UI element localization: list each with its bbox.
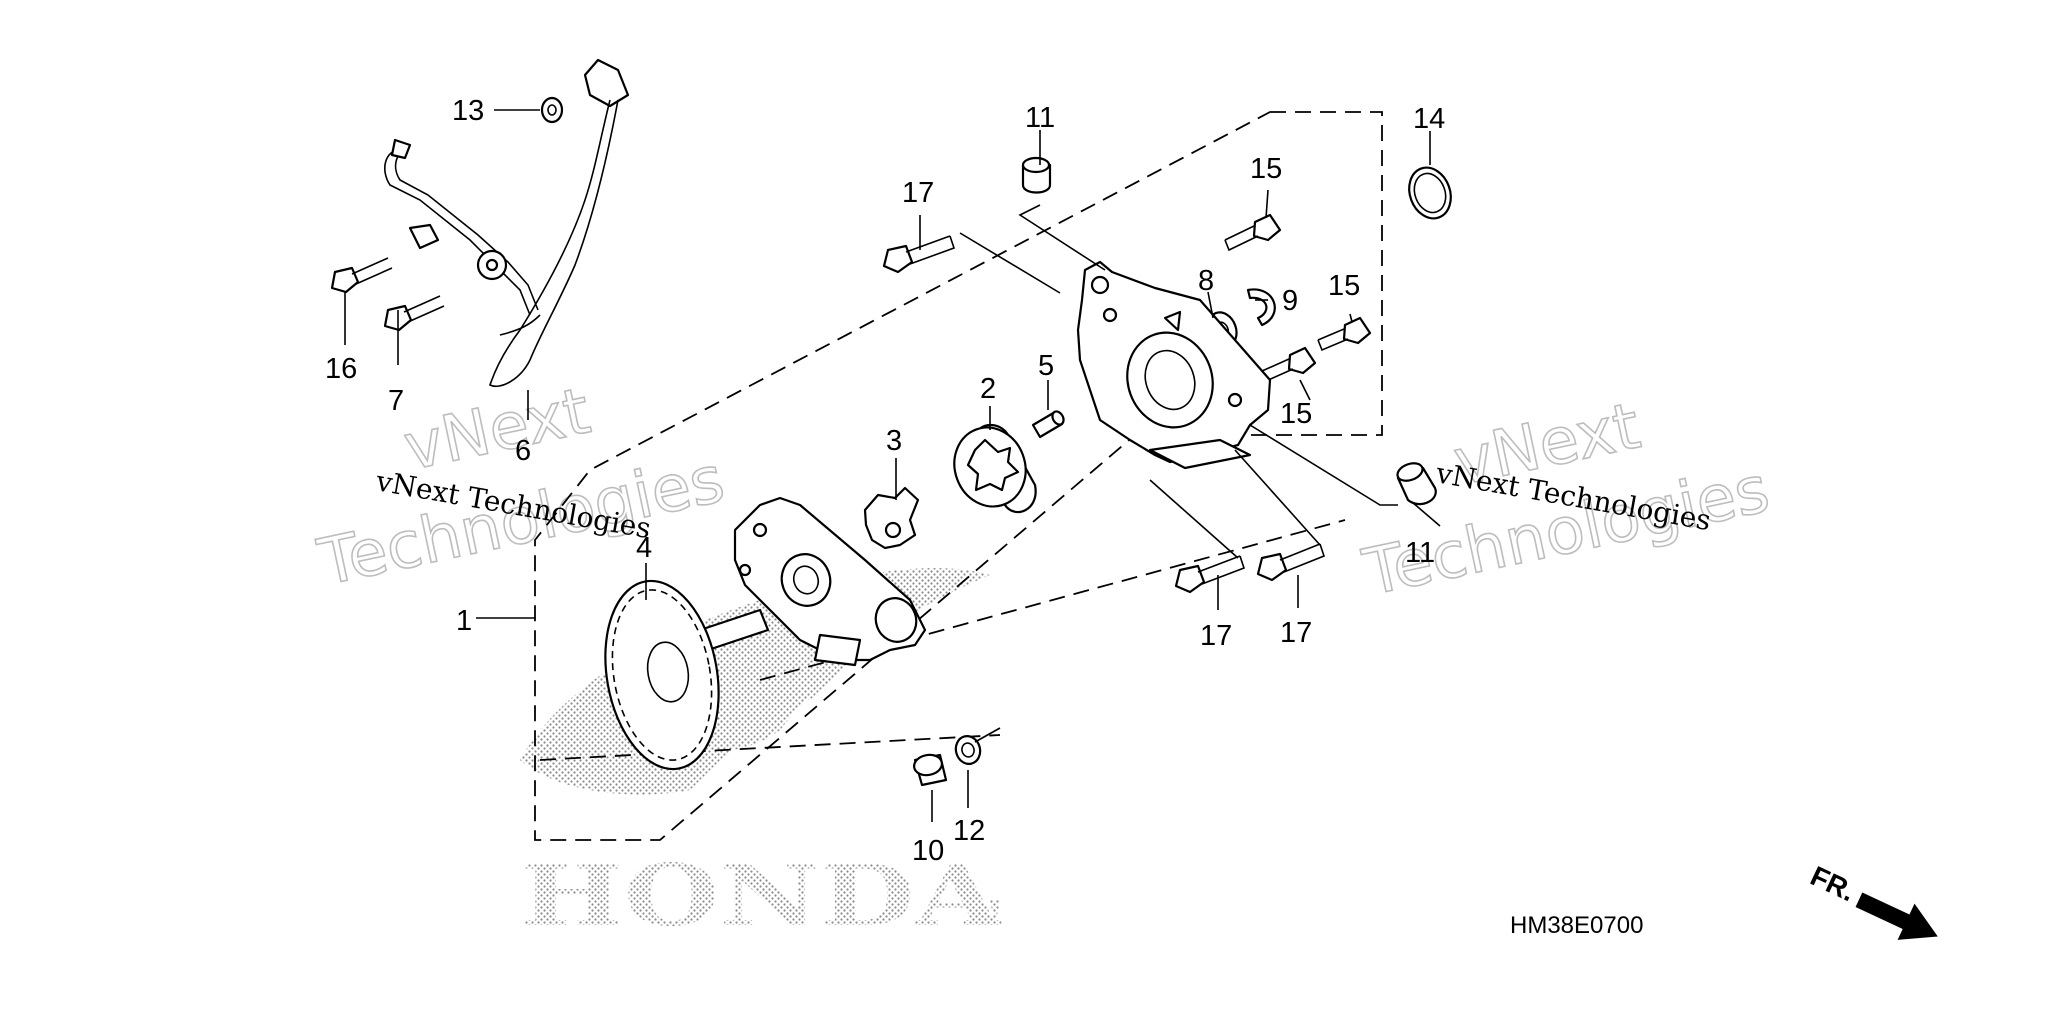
dowel-pin-11-lower bbox=[1396, 462, 1437, 506]
callout-14: 14 bbox=[1413, 103, 1445, 135]
callout-17-lower-right: 17 bbox=[1280, 617, 1312, 649]
callout-11-upper: 11 bbox=[1025, 102, 1055, 134]
callout-7: 7 bbox=[388, 385, 404, 417]
bolt-15-middle bbox=[1261, 346, 1317, 383]
front-direction-indicator: FR. bbox=[1806, 860, 1938, 940]
pin-5 bbox=[1031, 410, 1065, 439]
callout-1: 1 bbox=[456, 605, 472, 637]
oil-line-assembly bbox=[384, 138, 539, 316]
diagram-code: HM38E0700 bbox=[1510, 912, 1643, 939]
honda-brand-logo: HONDA bbox=[520, 846, 1002, 945]
dowel-pin-11-upper bbox=[1021, 156, 1052, 194]
collar-10 bbox=[913, 753, 948, 787]
callout-8: 8 bbox=[1198, 265, 1214, 297]
outer-rotor-2 bbox=[953, 424, 1037, 514]
inner-rotor-3 bbox=[863, 486, 920, 550]
drive-gear-4 bbox=[604, 579, 770, 771]
callout-9: 9 bbox=[1282, 285, 1298, 317]
bolt-17-lower-left bbox=[1174, 555, 1246, 594]
callout-15-middle: 15 bbox=[1280, 398, 1312, 430]
oil-pipe bbox=[489, 58, 630, 387]
oil-pump-cover bbox=[733, 496, 927, 667]
callout-11-lower: 11 bbox=[1405, 537, 1435, 569]
callout-5: 5 bbox=[1038, 350, 1054, 382]
bolt-15-right bbox=[1317, 316, 1372, 352]
bolt-17-upper bbox=[882, 235, 956, 274]
callout-6: 6 bbox=[515, 435, 531, 467]
callout-12: 12 bbox=[953, 815, 985, 847]
washer-12 bbox=[954, 735, 982, 765]
callout-16: 16 bbox=[325, 353, 357, 385]
leader-lines bbox=[344, 109, 1441, 822]
front-label: FR. bbox=[1806, 860, 1860, 907]
assembly-boundary bbox=[534, 111, 1383, 841]
o-ring-14 bbox=[1408, 166, 1452, 220]
front-arrow-icon bbox=[1855, 892, 1938, 940]
bolt-17-lower-right bbox=[1256, 543, 1325, 582]
callout-17-upper: 17 bbox=[902, 177, 934, 209]
callout-10: 10 bbox=[912, 835, 944, 867]
callout-labels: 1 2 3 4 5 6 7 8 9 10 11 11 12 13 14 15 1… bbox=[325, 95, 1445, 867]
watermark-vnext: vNext bbox=[398, 374, 596, 485]
bolt-15-top bbox=[1224, 213, 1282, 252]
circlip-9 bbox=[1246, 288, 1276, 327]
callout-15-right: 15 bbox=[1328, 270, 1360, 302]
washer-13 bbox=[540, 96, 564, 124]
callout-3: 3 bbox=[886, 425, 902, 457]
bolt-16 bbox=[330, 257, 393, 294]
callout-13: 13 bbox=[452, 95, 484, 127]
callout-17-lower-left: 17 bbox=[1200, 620, 1232, 652]
callout-2: 2 bbox=[980, 373, 996, 405]
watermark-top-left: vNext Technologies vNext Technologies bbox=[311, 374, 731, 602]
bolt-7 bbox=[383, 295, 445, 332]
callout-15-top: 15 bbox=[1250, 153, 1282, 185]
oil-pump-body bbox=[1076, 260, 1272, 470]
callout-4: 4 bbox=[636, 532, 652, 564]
